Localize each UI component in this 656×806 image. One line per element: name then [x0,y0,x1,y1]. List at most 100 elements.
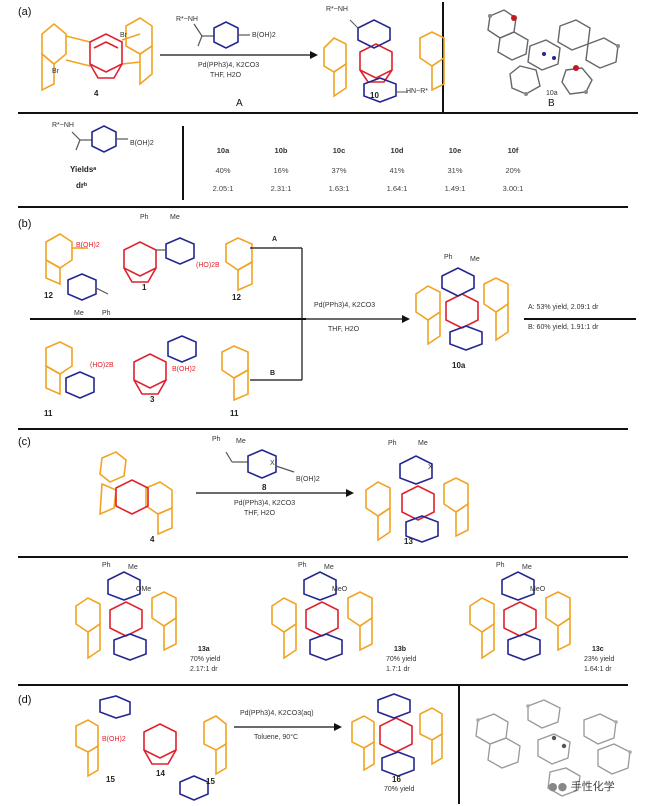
compound-12-left-label: 12 [44,291,53,300]
table-cell-yield: 41% [389,166,405,175]
table-cell-yield: 20% [505,166,521,175]
molecule-12-right [225,237,253,292]
molecule-1 [123,237,195,283]
molecule-13c [469,571,571,661]
product-me-label: Me [324,564,334,571]
divider-c2-bottom [18,684,628,686]
compound-12-right-label: 12 [232,293,241,302]
conditions-b-2: THF, H2O [328,326,360,333]
table-reagent-r-nh: R*~NH [52,122,74,129]
divider-table [182,126,184,200]
conditions-a-1: Pd(PPh3)4, K2CO3 [198,62,260,69]
product-ph-label: Ph [298,562,307,569]
scheme-label-a: A [236,98,243,109]
product-10-r-nh: R*~NH [326,6,348,13]
result-a: A: 53% yield, 2.09:1 dr [528,304,599,311]
b-top-left-me: Me [74,310,84,317]
arrow-c [196,489,354,497]
conditions-d-1: Pd(PPh3)4, K2CO3(aq) [240,710,314,717]
compound-16-label: 16 [392,775,401,784]
b-top-amide-ph: Ph [140,214,149,221]
compound-11-right-label: 11 [230,409,239,418]
molecule-12-left-amide [67,273,109,301]
divider-c-bottom [18,556,628,558]
compound-10-label: 10 [370,91,379,100]
route-connectors [250,247,303,381]
compound-11-left-label: 11 [44,409,53,418]
divider-b-bottom [18,428,628,430]
reagent-8 [225,449,295,479]
table-cell-dr: 1.49:1 [444,184,466,193]
molecule-11-left [45,341,95,399]
compound-4-label: 4 [94,89,99,98]
product-name-label: 13c [592,646,604,653]
b-top-right-group: (HO)2B [196,262,220,269]
result-b: B: 60% yield, 1.91:1 dr [528,324,599,331]
divider-b-mid [30,318,306,320]
wechat-icon: ●● [548,780,568,793]
divider-b-right [524,318,636,320]
reagent-8-label: 8 [262,483,267,492]
product-sub-label: MeO [530,586,546,593]
panel-label-d: (d) [18,694,32,706]
product-ph-label: Ph [102,562,111,569]
table-col-header: 10c [332,146,346,155]
table-col-header: 10e [448,146,462,155]
table-cell-dr: 1.64:1 [386,184,408,193]
compound-10a-b-label: 10a [452,361,466,370]
compound-3-label: 3 [150,395,155,404]
molecule-15-left [75,695,131,778]
b-top-left-group: B(OH)2 [76,242,100,249]
route-a-label: A [272,236,278,243]
compound-14-label: 14 [156,769,165,778]
crystal-label-b: B [548,98,555,109]
watermark-text: 手性化学 [570,780,615,793]
b-product-ph: Ph [444,254,453,261]
b-top-left-ph: Ph [102,310,111,317]
crystal-structure-10a [487,9,620,96]
c-reagent-boronic: B(OH)2 [296,476,320,483]
conditions-d-2: Toluene, 90°C [254,734,299,741]
c-product-x: X [428,464,433,471]
product-sub-label: MeO [332,586,348,593]
divider-a-top [18,112,638,114]
compound-15-right-label: 15 [206,777,215,786]
c-product-ph: Ph [388,440,397,447]
molecule-15-right [179,715,227,801]
product-yield-label: 70% yield [386,656,417,663]
conditions-b-1: Pd(PPh3)4, K2CO3 [314,302,376,309]
conditions-a-2: THF, H2O [210,72,242,79]
b-bottom-right-group: B(OH)2 [172,366,196,373]
molecule-13b [271,571,373,661]
molecule-13a [75,571,177,661]
molecule-3 [133,335,197,395]
molecule-4-a [41,17,153,92]
product-ph-label: Ph [496,562,505,569]
table-cell-dr: 2.05:1 [212,184,234,193]
table-cell-yield: 40% [215,166,231,175]
molecule-10 [323,19,445,103]
br-label-bottom: Br [52,68,59,75]
table-reagent-boronic: B(OH)2 [130,140,154,147]
b-top-amide-me: Me [170,214,180,221]
molecule-16 [351,693,443,777]
route-b-label: B [270,370,276,377]
product-sub-label: OMe [136,586,152,593]
conditions-c-2: THF, H2O [244,510,276,517]
molecule-10a-b [415,267,509,351]
product-dr-label: 1.64:1 dr [584,666,612,673]
table-col-header: 10d [390,146,404,155]
product-me-label: Me [128,564,138,571]
br-label-top: Br [120,32,127,39]
panel-label-c: (c) [18,436,31,448]
product-me-label: Me [522,564,532,571]
conditions-c-1: Pd(PPh3)4, K2CO3 [234,500,296,507]
c-reagent-x: X [270,460,275,467]
watermark: ●● 手性化学 [548,778,615,794]
molecule-13 [365,455,469,543]
d-group: B(OH)2 [102,736,126,743]
reagent-a-structure [193,21,250,49]
arrow-d [234,723,342,731]
table-col-header: 10a [216,146,230,155]
molecule-11-right [221,345,249,402]
